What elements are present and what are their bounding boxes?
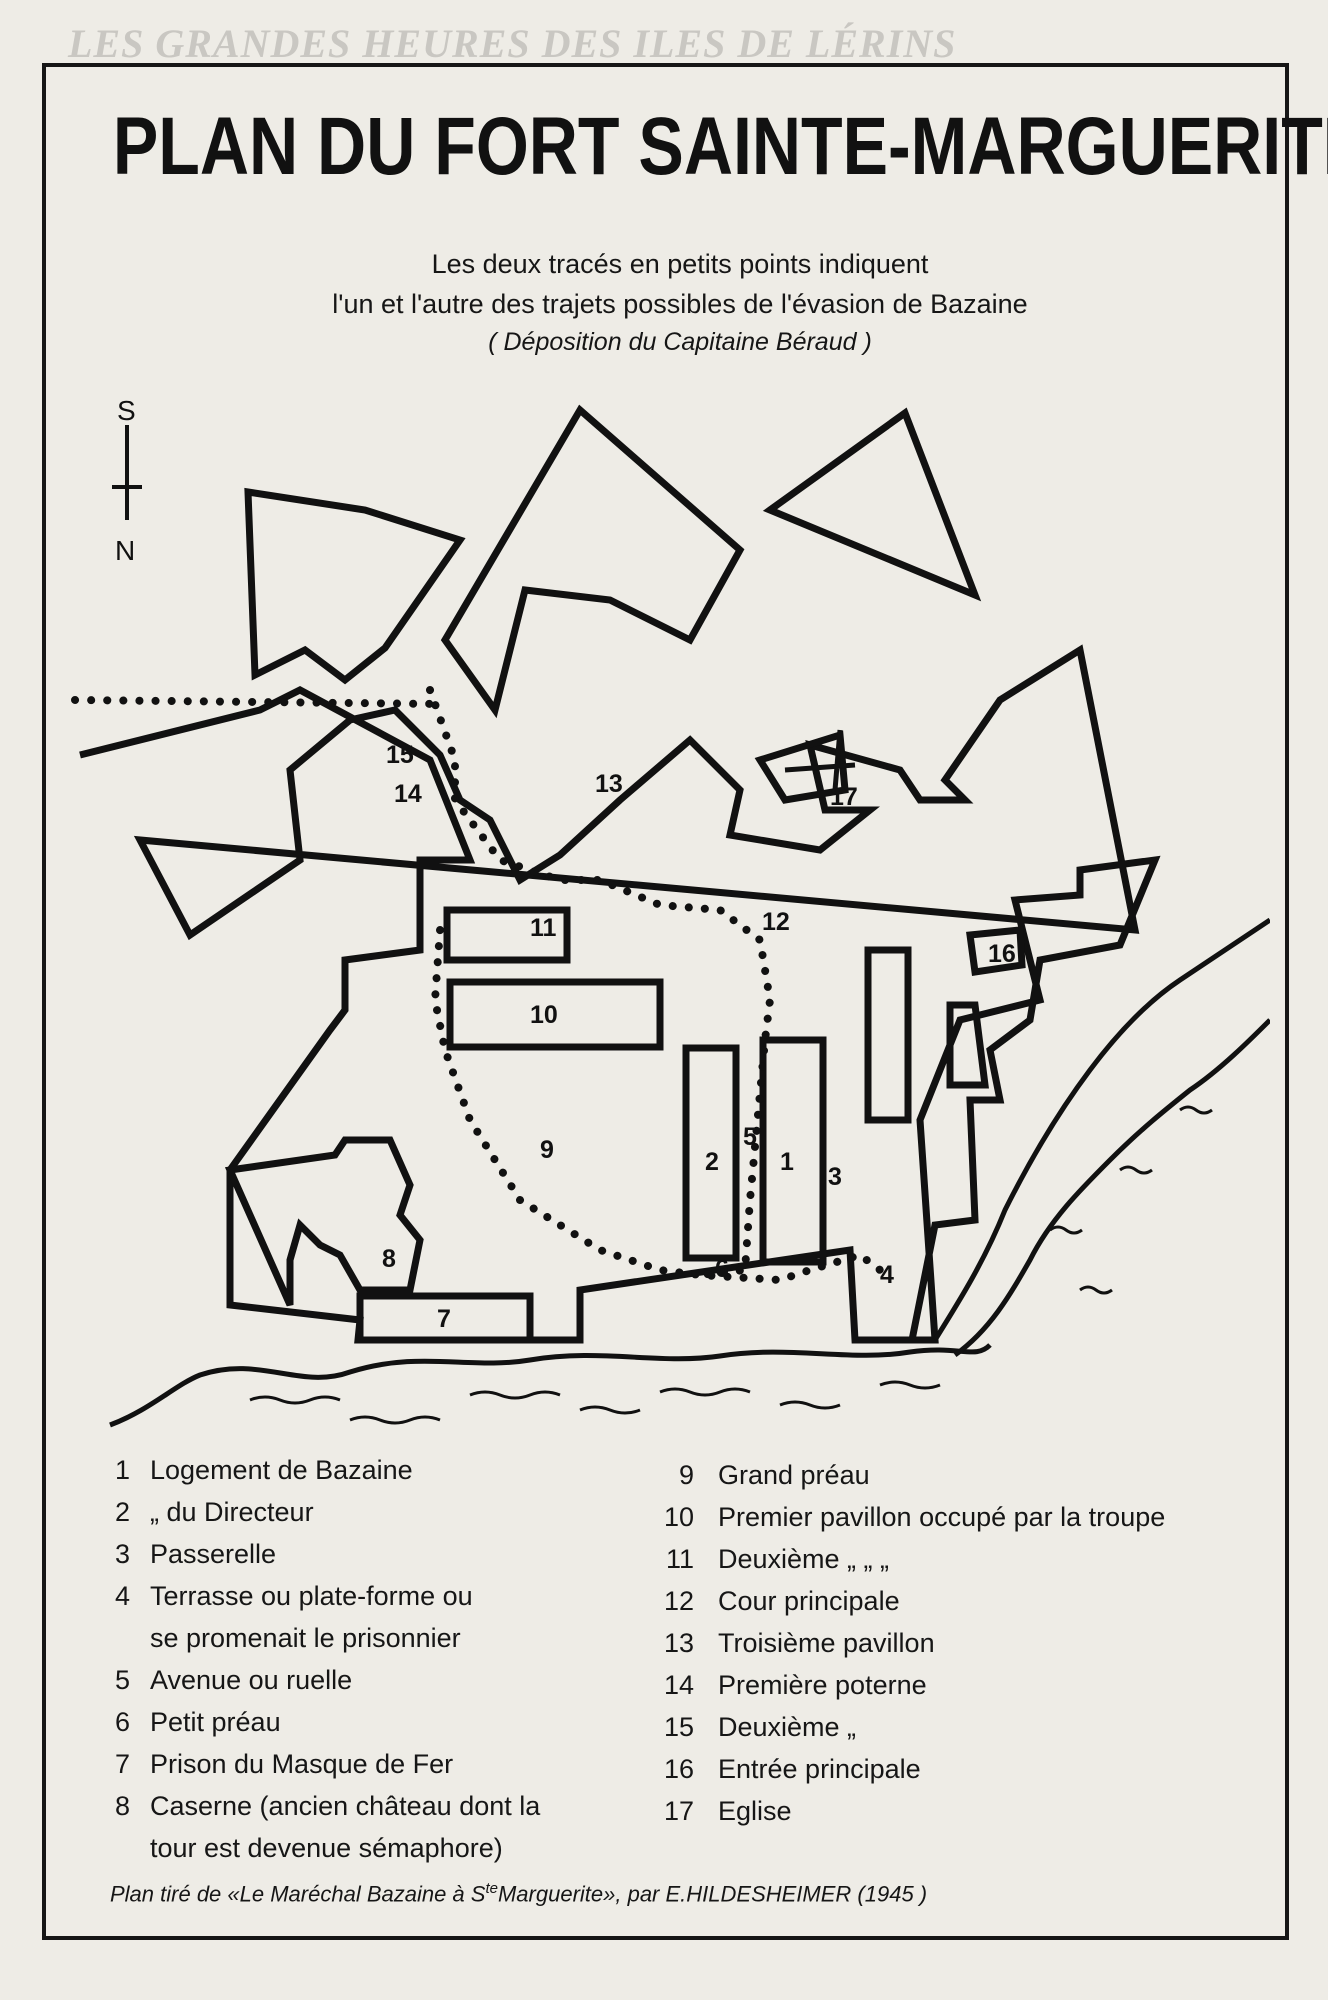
escape-routes	[71, 686, 884, 1285]
legend-text: Prison du Masque de Fer	[150, 1749, 454, 1779]
legend-text: Avenue ou ruelle	[150, 1665, 353, 1695]
map-label-5: 5	[743, 1123, 757, 1151]
legend-number: 2	[114, 1497, 130, 1527]
legend-text: Deuxième „ „ „	[718, 1544, 890, 1574]
bastion-northeast	[762, 407, 982, 602]
legend-number: 6	[114, 1707, 130, 1737]
map-label-15: 15	[386, 741, 414, 769]
map-label-1: 1	[780, 1148, 794, 1176]
building-1	[759, 1036, 827, 1266]
page-header-fragment: LES GRANDES HEURES DES ILES DE LÉRINS	[68, 21, 957, 66]
building-11	[443, 906, 571, 964]
legend-text: Entrée principale	[718, 1754, 921, 1784]
sea-hatching	[249, 1105, 1213, 1425]
legend-text: se promenait le prisonnier	[150, 1623, 461, 1653]
main-enceinte	[79, 644, 1161, 1344]
legend-text: Troisième pavillon	[718, 1628, 935, 1658]
block-near-entrance	[864, 946, 912, 1124]
legend-number: 8	[114, 1791, 130, 1821]
legend-text: Cour principale	[718, 1586, 900, 1616]
legend-number: 3	[114, 1539, 130, 1569]
map-label-6: 6	[715, 1255, 729, 1283]
map-label-14: 14	[394, 780, 422, 808]
escape-route-preau	[430, 926, 884, 1285]
legend-text: Grand préau	[718, 1460, 870, 1490]
church-17	[754, 730, 849, 804]
compass-north-label: N	[115, 535, 135, 566]
subtitle-line-2: l'un et l'autre des trajets possibles de…	[332, 289, 1028, 319]
legend-text: Première poterne	[718, 1670, 927, 1700]
map-label-8: 8	[382, 1245, 396, 1273]
bastion-northwest	[244, 487, 466, 685]
legend-number: 1	[114, 1455, 130, 1485]
legend-text: „ du Directeur	[150, 1497, 314, 1527]
legend-text: Passerelle	[150, 1539, 277, 1569]
legend-text: Logement de Bazaine	[150, 1455, 413, 1485]
map-label-9: 9	[540, 1136, 554, 1164]
building-2	[682, 1044, 740, 1262]
subtitle-line-1: Les deux tracés en petits points indique…	[431, 249, 929, 279]
fort-plan-map: S N 1 2 3 4 5 6 7 8 9 10 11 12 13 14 15 …	[71, 395, 1270, 1428]
map-label-11: 11	[530, 914, 557, 942]
map-label-3: 3	[828, 1163, 842, 1191]
legend-text: Terrasse ou plate-forme ou	[150, 1581, 473, 1611]
legend-number: 14	[663, 1670, 694, 1700]
compass-south-label: S	[117, 395, 136, 426]
legend-number: 15	[663, 1712, 694, 1742]
coastline	[109, 917, 1270, 1428]
entrance-16	[966, 926, 1026, 976]
legend-text: Premier pavillon occupé par la troupe	[718, 1502, 1166, 1532]
prison-7	[356, 1292, 534, 1344]
deposition-note: ( Déposition du Capitaine Béraud )	[488, 328, 872, 356]
map-label-17: 17	[830, 783, 858, 811]
caption-text-start: Plan tiré de «Le Maréchal Bazaine à S	[110, 1881, 486, 1907]
source-caption: Plan tiré de «Le Maréchal Bazaine à SteM…	[110, 1880, 927, 1907]
escape-route-west	[71, 696, 444, 708]
legend-number: 16	[663, 1754, 694, 1784]
map-label-7: 7	[437, 1305, 451, 1333]
legend-number: 5	[114, 1665, 130, 1695]
legend-text: Petit préau	[150, 1707, 281, 1737]
map-label-2: 2	[705, 1148, 719, 1176]
caption-superscript: te	[485, 1880, 498, 1897]
legend-number: 9	[678, 1460, 694, 1490]
legend-number: 4	[114, 1581, 130, 1611]
map-label-10: 10	[530, 1001, 558, 1029]
legend-number: 10	[663, 1502, 694, 1532]
legend-number: 11	[665, 1544, 694, 1574]
legend-text: tour est devenue sémaphore)	[150, 1833, 503, 1863]
escape-route-inner	[426, 686, 775, 1279]
legend-text: Caserne (ancien château dont la	[150, 1791, 541, 1821]
legend-number: 13	[663, 1628, 694, 1658]
legend-number: 7	[114, 1749, 130, 1779]
plan-frame	[42, 63, 1289, 1940]
caserne-8	[224, 1136, 424, 1307]
legend-text: Deuxième „	[718, 1712, 857, 1742]
legend-number: 12	[663, 1586, 694, 1616]
building-10	[446, 978, 664, 1051]
map-label-4: 4	[880, 1261, 894, 1289]
plan-title: PLAN DU FORT SAINTE-MARGUERITE	[112, 101, 1328, 192]
map-label-13: 13	[595, 770, 623, 798]
map-label-16: 16	[988, 940, 1016, 968]
bastion-north	[440, 404, 745, 719]
caption-text-end: Marguerite», par E.HILDESHEIMER (1945 )	[497, 1881, 928, 1907]
legend-number: 17	[663, 1796, 694, 1826]
map-label-12: 12	[762, 908, 790, 936]
legend-text: Eglise	[718, 1796, 792, 1826]
